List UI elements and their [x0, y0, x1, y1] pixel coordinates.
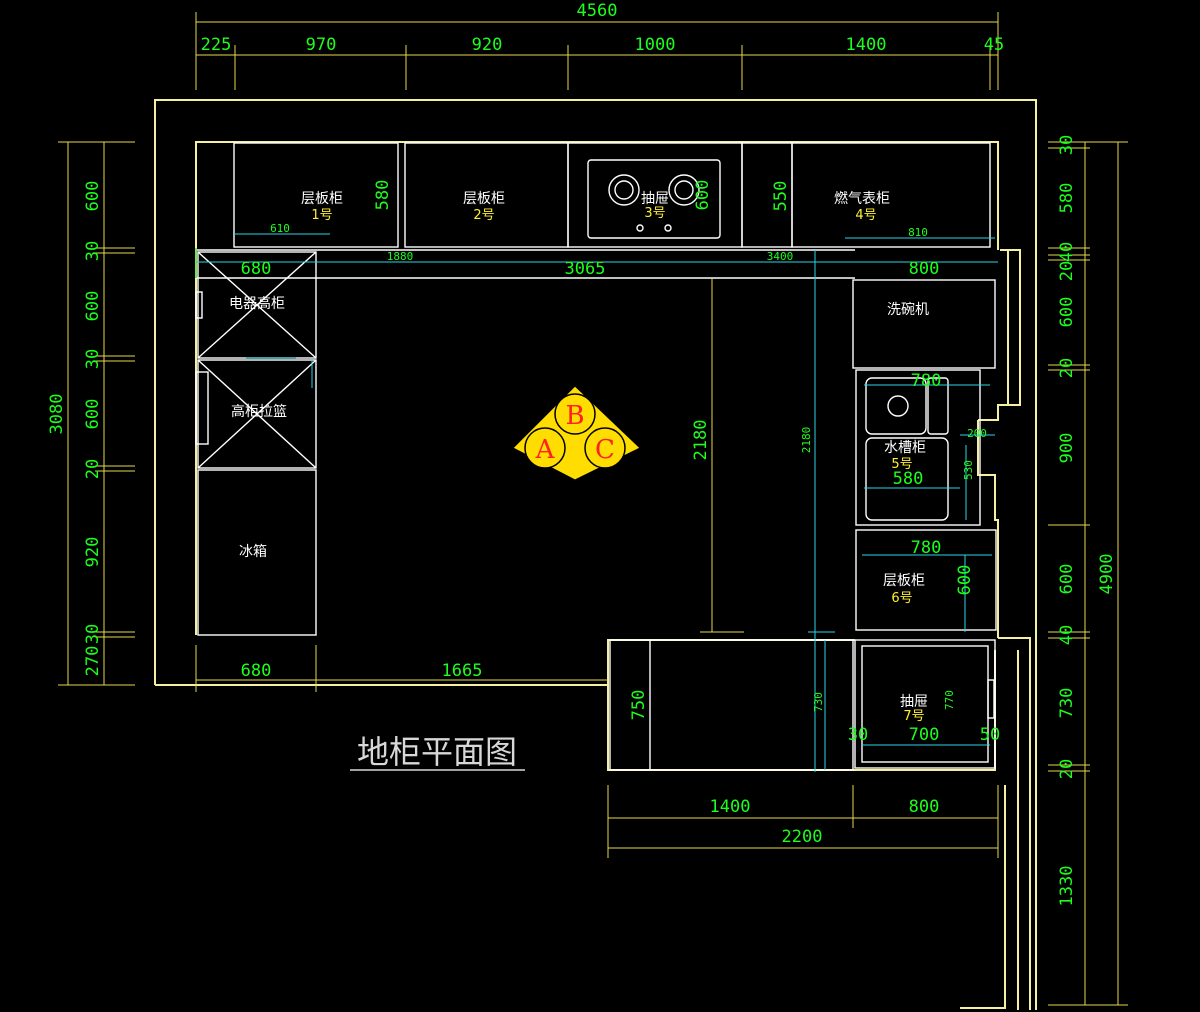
- dim-right-0: 30: [1057, 135, 1077, 155]
- cabinet-5-number: 5号: [891, 457, 912, 472]
- cabinet-4-name: 燃气表柜: [834, 190, 890, 207]
- badge-c: C: [595, 435, 615, 465]
- dim-tiny-0: 610: [270, 222, 290, 235]
- dim-run-2: 800: [909, 259, 940, 279]
- cabinet-7-number: 7号: [903, 709, 924, 724]
- dim-left-2: 600: [83, 291, 103, 322]
- dim-left-total: 3080: [47, 394, 67, 435]
- dim-top-4: 1400: [846, 35, 887, 55]
- cabinet-6-number: 6号: [891, 591, 912, 606]
- dim-left-3: 30: [83, 349, 103, 369]
- dim-small-9: 30: [848, 725, 868, 745]
- badge-b: B: [565, 401, 584, 431]
- dim-tiny-5: 730: [812, 692, 825, 712]
- dim-bottom-total: 2200: [782, 827, 823, 847]
- cabinet-labels: 层板柜 1号 层板柜 2号 抽屉 3号 燃气表柜 4号 洗碗机 水槽柜 5号 层…: [229, 190, 929, 724]
- dim-small-8: 600: [955, 565, 975, 596]
- dim-bottom-left-1: 1665: [442, 661, 483, 681]
- cabinets: [195, 142, 997, 771]
- dim-small-2: 550: [771, 181, 791, 212]
- dim-right-2: 40: [1057, 242, 1077, 262]
- dim-tiny-8: 530: [962, 460, 975, 480]
- cabinet-1-number: 1号: [311, 208, 332, 223]
- dim-left-6: 920: [83, 537, 103, 568]
- dim-top-1: 970: [306, 35, 337, 55]
- dim-bottom-left-0: 680: [241, 661, 272, 681]
- dim-left-0: 600: [83, 181, 103, 212]
- cabinet-2-name: 层板柜: [463, 191, 505, 207]
- cabinet-3-name: 抽屉: [641, 191, 669, 207]
- dim-top-3: 1000: [635, 35, 676, 55]
- dim-tiny-6: 770: [943, 690, 956, 710]
- dim-top-0: 225: [201, 35, 232, 55]
- fridge-label: 冰箱: [239, 544, 267, 560]
- dim-right-10: 20: [1057, 759, 1077, 779]
- yellow-dimensions: [58, 12, 1128, 1006]
- dim-tiny-1: 1880: [387, 250, 414, 263]
- dim-run-1: 3065: [565, 259, 606, 279]
- dim-right-total: 4900: [1097, 554, 1117, 595]
- dim-small-1: 600: [693, 180, 713, 211]
- dim-right-9: 730: [1057, 688, 1077, 719]
- dim-run-0: 680: [241, 259, 272, 279]
- dishwasher-label: 洗碗机: [887, 302, 929, 318]
- dim-left-4: 600: [83, 399, 103, 430]
- dim-bottom-right-1: 800: [909, 797, 940, 817]
- dim-right-1: 580: [1057, 183, 1077, 214]
- dim-right-6: 900: [1057, 433, 1077, 464]
- dim-small-4: 750: [629, 690, 649, 721]
- dim-bottom-right-0: 1400: [710, 797, 751, 817]
- dim-small-10: 700: [909, 725, 940, 745]
- dim-small-0: 580: [373, 180, 393, 211]
- tall-basket-label: 高柜拉篮: [231, 403, 287, 420]
- dim-left-8: 270: [83, 646, 103, 677]
- dim-small-6: 780: [911, 538, 942, 558]
- dim-top-total: 4560: [577, 1, 618, 21]
- dim-small-5: 780: [911, 371, 942, 391]
- dim-right-7: 600: [1057, 564, 1077, 595]
- dim-tiny-2: 3400: [767, 250, 794, 263]
- dim-top-5: 45: [984, 35, 1004, 55]
- appliance-tall-label: 电器高柜: [229, 295, 285, 312]
- dim-right-8: 40: [1057, 625, 1077, 645]
- badge-a: A: [535, 435, 556, 465]
- cabinet-6-name: 层板柜: [883, 573, 925, 589]
- dim-left-5: 20: [83, 459, 103, 479]
- cabinet-3-number: 3号: [644, 206, 665, 221]
- dim-right-4: 600: [1057, 297, 1077, 328]
- dim-right-3: 20: [1057, 261, 1077, 281]
- cabinet-4-number: 4号: [855, 208, 876, 223]
- plan-title: 地柜平面图: [357, 733, 517, 771]
- dim-small-7: 580: [893, 469, 924, 489]
- dim-tiny-7: 200: [967, 427, 987, 440]
- dim-right-11: 1330: [1057, 866, 1077, 907]
- cabinet-2-number: 2号: [473, 208, 494, 223]
- dim-right-5: 20: [1057, 358, 1077, 378]
- view-badge: B A C: [512, 385, 641, 481]
- dim-tiny-4: 2180: [800, 427, 813, 454]
- dimension-labels: 4560 225 970 920 1000 1400 45 3080 600 3…: [47, 1, 1117, 906]
- cyan-dimensions: [196, 233, 998, 772]
- cabinet-1-name: 层板柜: [301, 191, 343, 207]
- dim-left-7: 30: [83, 624, 103, 644]
- dim-left-1: 30: [83, 241, 103, 261]
- cabinet-7-name: 抽屉: [900, 694, 928, 710]
- dim-small-3: 2180: [691, 420, 711, 461]
- dim-small-11: 50: [980, 725, 1000, 745]
- dim-top-2: 920: [472, 35, 503, 55]
- dim-tiny-3: 810: [908, 226, 928, 239]
- cabinet-5-name: 水槽柜: [884, 440, 926, 456]
